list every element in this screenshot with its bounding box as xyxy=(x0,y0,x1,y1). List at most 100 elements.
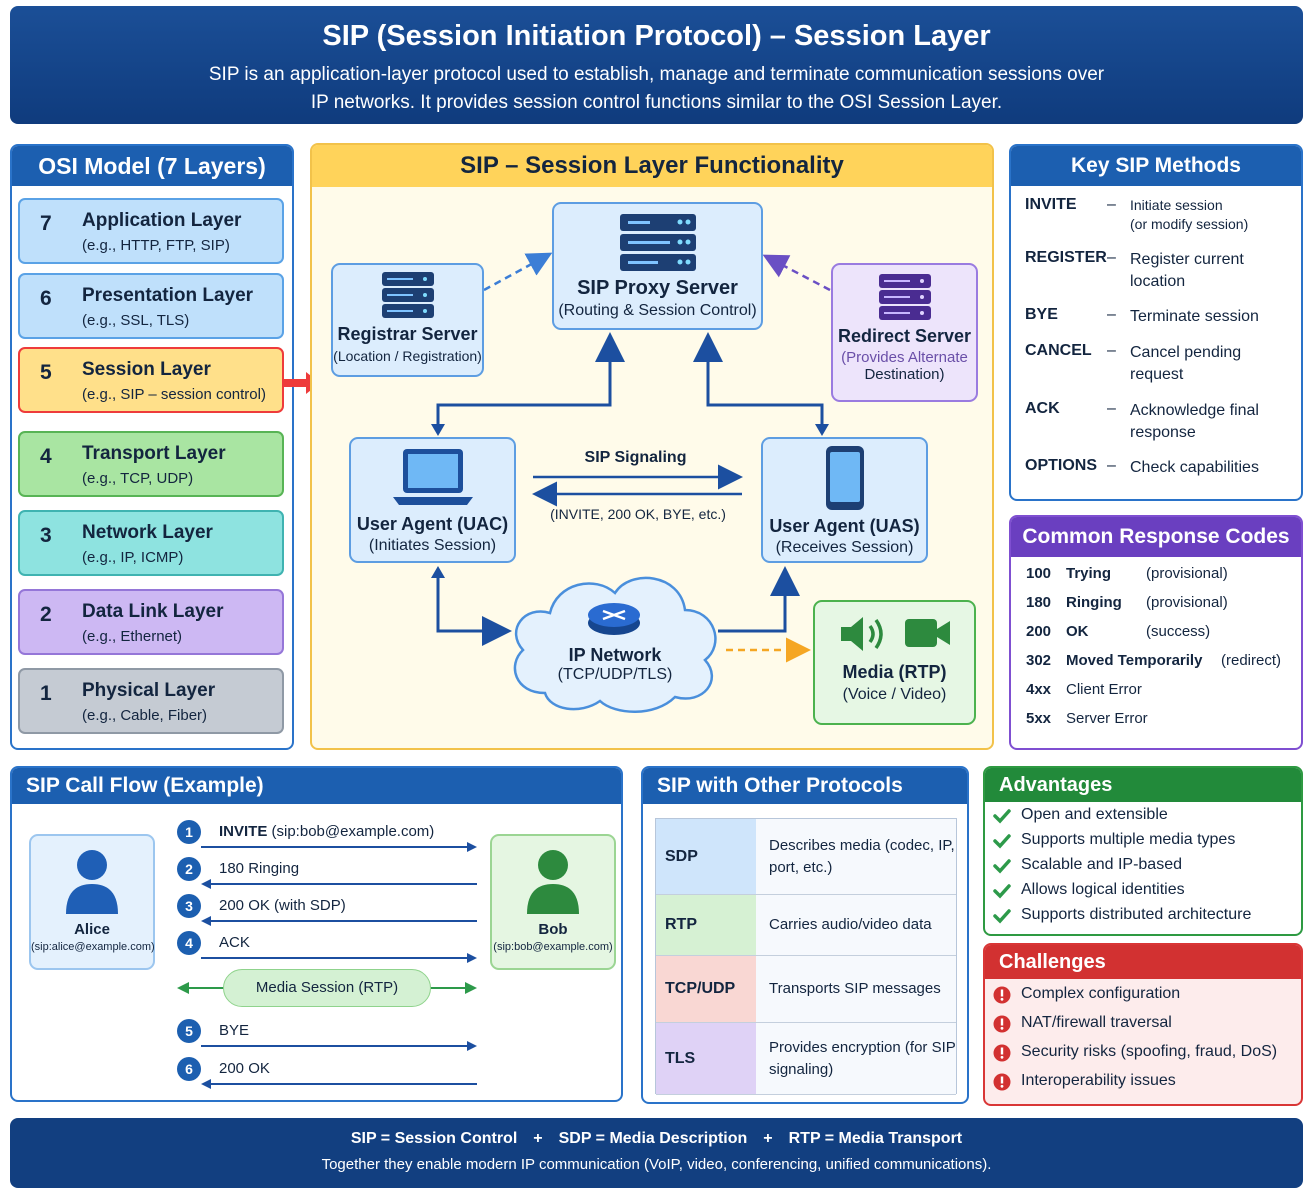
footer-summary: SIP = Session Control+SDP = Media Descri… xyxy=(10,1130,1303,1148)
alice-name: Alice xyxy=(74,921,110,938)
response-code: 180 xyxy=(1026,594,1052,611)
alice-uri: (sip:alice@example.com) xyxy=(31,941,155,953)
osi-panel-title: OSI Model (7 Layers) xyxy=(12,146,292,186)
challenges-title: Challenges xyxy=(985,945,1301,979)
method-dash: – xyxy=(1107,457,1116,474)
methods-title: Key SIP Methods xyxy=(1011,146,1301,186)
footer-rtp: RTP = Media Transport xyxy=(788,1130,963,1147)
footer-plus-2: + xyxy=(763,1130,773,1147)
key-methods-panel: Key SIP Methods INVITE–Initiate session … xyxy=(1009,144,1303,501)
method-description: Cancel pending request xyxy=(1130,344,1242,383)
step-number-badge: 6 xyxy=(177,1057,201,1081)
method-name: ACK xyxy=(1025,400,1060,417)
arrow-right xyxy=(201,953,477,963)
uas-title: User Agent (UAS) xyxy=(769,516,920,536)
advantage-text: Open and extensible xyxy=(1021,806,1168,823)
response-name: Server Error xyxy=(1066,710,1148,727)
user-icon xyxy=(66,850,118,914)
warning-icon xyxy=(993,986,1011,1004)
response-code: 200 xyxy=(1026,623,1052,640)
checkmark-icon xyxy=(993,832,1011,850)
response-code-row: 200 OK (success) xyxy=(1026,623,1296,645)
server-rack-icon xyxy=(381,272,434,318)
layer-number: 6 xyxy=(40,287,52,310)
challenge-item: NAT/firewall traversal xyxy=(993,1014,1293,1036)
step-number-badge: 1 xyxy=(177,820,201,844)
redirect-title: Redirect Server xyxy=(837,326,972,346)
ip-network-cloud xyxy=(513,576,717,713)
challenge-text: Interoperability issues xyxy=(1021,1072,1176,1089)
response-note: (success) xyxy=(1146,623,1211,640)
method-name: CANCEL xyxy=(1025,342,1092,359)
step-message: 200 OK (with SDP) xyxy=(219,897,346,914)
ip-network-subtitle: (TCP/UDP/TLS) xyxy=(557,666,673,683)
layer-number: 7 xyxy=(40,212,52,235)
step-message: 200 OK xyxy=(219,1060,270,1077)
layer-name: Application Layer xyxy=(82,210,242,231)
layer-example: (e.g., SIP – session control) xyxy=(82,386,266,403)
protocol-name: SDP xyxy=(656,819,756,894)
advantage-text: Scalable and IP-based xyxy=(1021,856,1182,873)
call-flow-step-6: 6 200 OK xyxy=(177,1057,477,1089)
protocol-name: TLS xyxy=(656,1023,756,1094)
ip-network-text: IP Network (TCP/UDP/TLS) xyxy=(535,645,695,684)
layer-number: 4 xyxy=(40,445,52,468)
advantage-item: Supports distributed architecture xyxy=(993,906,1293,928)
media-session-pill: Media Session (RTP) xyxy=(223,969,431,1007)
layer-number: 3 xyxy=(40,524,52,547)
bob-name: Bob xyxy=(538,921,568,938)
step-message: 180 Ringing xyxy=(219,860,300,877)
protocols-title: SIP with Other Protocols xyxy=(643,768,967,804)
layer-name: Session Layer xyxy=(82,359,211,380)
arrow-left xyxy=(201,879,477,889)
bob-card: Bob (sip:bob@example.com) xyxy=(490,834,616,970)
sip-signaling-label: SIP Signaling xyxy=(584,449,687,466)
method-name: OPTIONS xyxy=(1025,457,1098,474)
response-code: 302 xyxy=(1026,652,1052,669)
method-description: Check capabilities xyxy=(1130,459,1259,476)
step-label: INVITE (sip:bob@example.com) xyxy=(219,823,434,840)
laptop-icon xyxy=(392,449,473,505)
response-name: Moved Temporarily xyxy=(1066,652,1203,669)
sip-signaling-sublabel: (INVITE, 200 OK, BYE, etc.) xyxy=(550,506,726,522)
layer-example: (e.g., HTTP, FTP, SIP) xyxy=(82,237,230,254)
arrow-left xyxy=(201,916,477,926)
warning-icon xyxy=(993,1073,1011,1091)
response-code: 100 xyxy=(1026,565,1052,582)
layer-name: Presentation Layer xyxy=(82,285,254,306)
method-description: Register current location xyxy=(1130,251,1244,290)
server-rack-icon xyxy=(878,274,931,320)
response-note: (provisional) xyxy=(1146,594,1228,611)
response-name: Trying xyxy=(1066,565,1112,582)
protocol-description: Carries audio/video data xyxy=(756,895,956,955)
registrar-proxy-connector xyxy=(483,252,553,292)
router-icon xyxy=(588,603,640,635)
protocol-name: RTP xyxy=(656,895,756,955)
proxy-server-subtitle: (Routing & Session Control) xyxy=(558,302,757,319)
method-row: CANCEL–Cancel pending request xyxy=(1025,342,1295,388)
bob-uri: (sip:bob@example.com) xyxy=(493,941,613,953)
layer-name: Network Layer xyxy=(82,522,213,543)
response-note: (redirect) xyxy=(1221,652,1282,669)
user-icon xyxy=(527,850,579,914)
method-dash: – xyxy=(1107,306,1116,323)
step-number-badge: 4 xyxy=(177,931,201,955)
response-name: OK xyxy=(1066,623,1089,640)
advantages-title: Advantages xyxy=(985,768,1301,802)
method-description: Terminate session xyxy=(1130,308,1259,325)
response-code: 5xx xyxy=(1026,710,1052,727)
protocol-name: TCP/UDP xyxy=(656,956,756,1022)
advantage-text: Supports multiple media types xyxy=(1021,831,1236,848)
footer-note: Together they enable modern IP communica… xyxy=(321,1156,992,1173)
warning-icon xyxy=(993,1015,1011,1033)
arrow-left xyxy=(201,1079,477,1089)
